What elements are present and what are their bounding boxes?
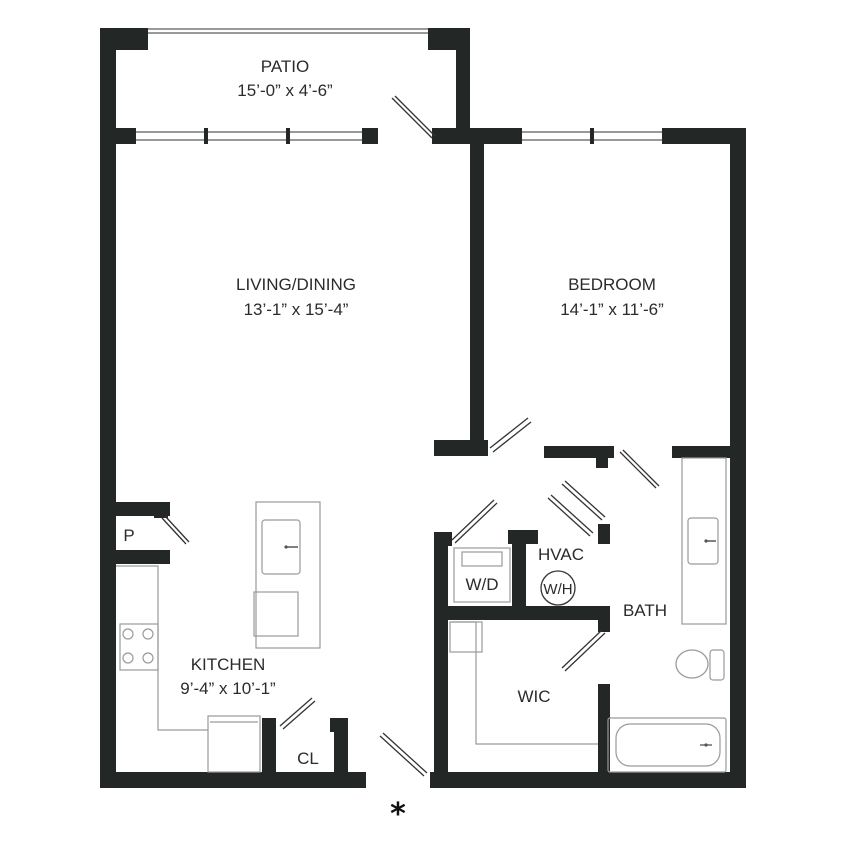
entry-marker: * bbox=[390, 797, 406, 832]
kitchen-counter bbox=[116, 565, 261, 773]
doors bbox=[161, 95, 660, 777]
water-heater bbox=[540, 570, 576, 606]
kitchen-island bbox=[253, 501, 321, 649]
bathtub bbox=[607, 717, 727, 773]
bedroom-label: BEDROOM bbox=[568, 275, 656, 294]
bedroom-size: 14’-1” x 11’-6” bbox=[560, 300, 664, 319]
living-label: LIVING/DINING bbox=[236, 275, 356, 294]
hvac-label: HVAC bbox=[538, 545, 584, 564]
bath-vanity bbox=[681, 457, 727, 625]
patio-label: PATIO bbox=[261, 57, 310, 76]
bath-label: BATH bbox=[623, 601, 667, 620]
walls bbox=[100, 28, 746, 788]
wic-shelf bbox=[449, 621, 598, 745]
patio-size: 15’-0” x 4’-6” bbox=[237, 81, 333, 100]
closet-label: CL bbox=[297, 749, 319, 768]
laundry-label: W/D bbox=[465, 575, 498, 594]
kitchen-size: 9’-4” x 10’-1” bbox=[180, 679, 276, 698]
pantry-label: P bbox=[123, 526, 134, 545]
water-heater-label: W/H bbox=[543, 581, 572, 598]
wic-label: WIC bbox=[517, 687, 550, 706]
kitchen-label: KITCHEN bbox=[191, 655, 266, 674]
windows bbox=[136, 28, 662, 144]
living-size: 13’-1” x 15’-4” bbox=[244, 300, 349, 319]
laundry-machine bbox=[453, 547, 511, 603]
toilet bbox=[675, 649, 725, 681]
